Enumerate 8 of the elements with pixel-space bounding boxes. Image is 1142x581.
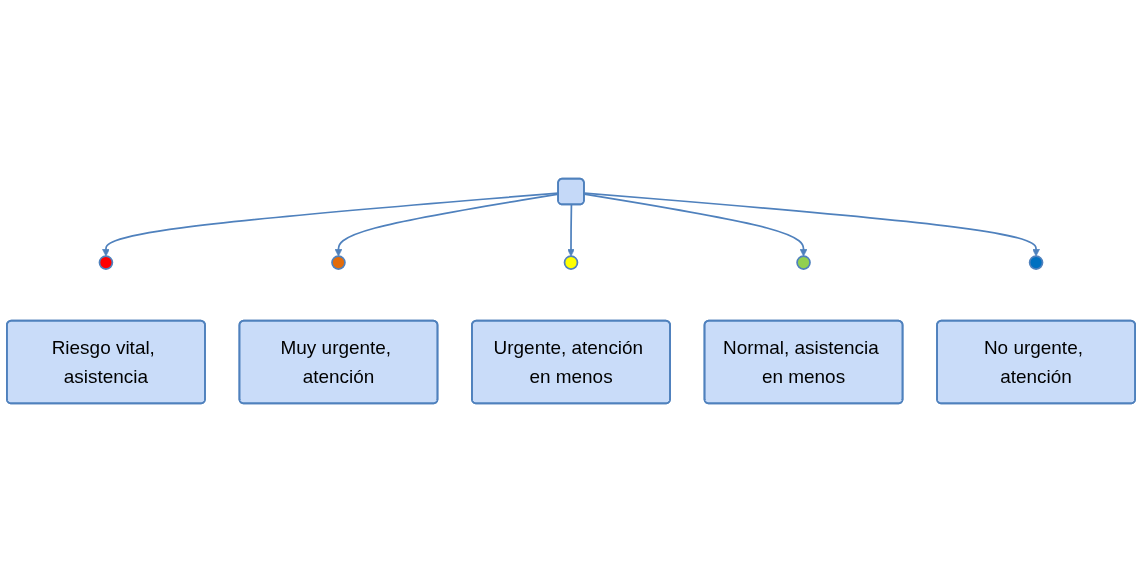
node-circle (98, 254, 114, 270)
arrow (567, 203, 575, 256)
node-circle (796, 254, 811, 270)
arrow (583, 191, 1040, 256)
arrow (583, 192, 808, 256)
node-circle (1028, 254, 1044, 270)
node-circle (331, 254, 346, 270)
node-circle (563, 254, 579, 270)
